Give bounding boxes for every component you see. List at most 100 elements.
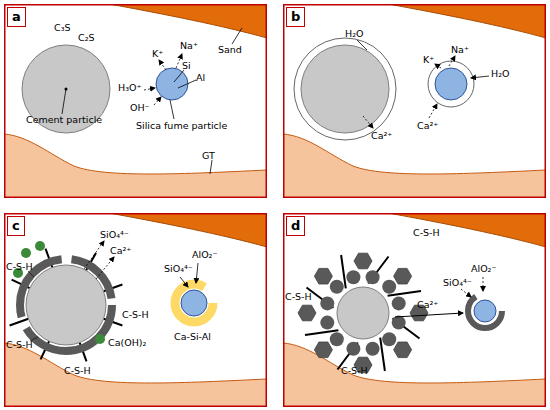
ion-arrow (176, 54, 182, 68)
cement-particle (26, 265, 106, 345)
c-s-h-layer (20, 259, 112, 351)
leader-line (170, 100, 174, 119)
chem-label: SiO₄⁴⁻ (164, 263, 193, 274)
ion-arrow (483, 277, 484, 291)
sand-gt-background (283, 4, 546, 198)
chem-label: Na⁺ (451, 44, 469, 55)
panel-b (283, 4, 546, 198)
chem-label: GT (202, 150, 215, 161)
chem-label: SiO₄⁴⁻ (443, 277, 472, 288)
ion-arrow (144, 88, 155, 90)
chem-label: C₂S (78, 32, 94, 43)
ion-arrow (363, 116, 373, 128)
c-s-h-particle (382, 332, 396, 346)
c-s-h-particle (346, 270, 360, 284)
chem-label: AlO₂⁻ (192, 249, 217, 260)
leader-line (178, 80, 196, 88)
ion-arrow (159, 60, 166, 70)
c-s-h-crystal (394, 268, 412, 284)
ion-arrow (435, 64, 441, 68)
chem-label: Ca²⁺ (110, 245, 131, 256)
c-s-h-particle (392, 296, 406, 310)
sand-gt-background (4, 213, 267, 407)
panel-letter-box: a (7, 7, 26, 27)
silica-fume-particle (156, 68, 188, 100)
panel-letter-box: c (7, 216, 25, 236)
chem-label: C-S-H (341, 365, 368, 376)
sand-gt-background (283, 213, 546, 407)
silica-fume-particle (181, 290, 207, 316)
chem-label: Na⁺ (180, 40, 198, 51)
chem-label: C-S-H (6, 339, 33, 350)
panel-a (4, 4, 267, 198)
panel-d (283, 213, 546, 407)
c-s-h-particle (382, 280, 396, 294)
chem-label: C₃S (54, 22, 70, 33)
chem-label: Si (182, 60, 191, 71)
leader-line (210, 160, 212, 174)
silica-fume-particle (435, 68, 467, 100)
ca-oh-2-crystal (21, 248, 31, 258)
c-s-h-particle (346, 342, 360, 356)
c-s-h-needle (10, 319, 29, 326)
panel-letter: a (12, 8, 21, 26)
panel-border (5, 5, 267, 198)
chem-label: Ca(OH)₂ (108, 337, 146, 348)
chem-label: Ca²⁺ (371, 130, 392, 141)
c-s-h-particle (320, 316, 334, 330)
ion-arrow (429, 104, 437, 118)
chem-label: Ca²⁺ (417, 299, 438, 310)
ion-arrow (471, 76, 489, 78)
ca-migration-arrow (395, 313, 463, 317)
ca-oh-2-crystal (95, 334, 105, 344)
leader-line (357, 40, 367, 50)
water-film (428, 61, 474, 107)
leader-line (232, 28, 242, 44)
panel-letter: b (291, 8, 300, 26)
chem-label: Ca²⁺ (417, 120, 438, 131)
chem-label: H₂O (345, 28, 363, 39)
chem-label: OH⁻ (130, 102, 150, 113)
c-s-h-particle (330, 332, 344, 346)
cement-particle (301, 45, 389, 133)
chem-label: Silica fume particle (136, 120, 227, 131)
c-s-h-particle (392, 316, 406, 330)
chem-label: C-S-H (122, 309, 149, 320)
ion-arrow (154, 97, 161, 105)
chem-label: C-S-H (285, 291, 312, 302)
c-s-h-particle (366, 342, 380, 356)
panel-border (284, 5, 546, 198)
c-s-h-layer (468, 294, 502, 328)
chem-label: K⁺ (423, 54, 434, 65)
chem-label: H₃O⁺ (118, 82, 141, 93)
chem-label: Al (196, 72, 205, 83)
chem-label: Cement particle (26, 114, 102, 125)
c-s-h-crystal (394, 342, 412, 358)
c-s-h-products (298, 253, 428, 373)
ion-arrow (180, 277, 188, 287)
panel-border (5, 214, 267, 407)
sand-gt-background (4, 4, 267, 198)
c-s-h-crystal (298, 305, 316, 321)
chem-label: K⁺ (152, 48, 163, 59)
ion-arrow (96, 257, 114, 279)
leader-line (174, 70, 184, 82)
c-s-h-crystal (314, 342, 332, 358)
silica-fume-particle (474, 300, 496, 322)
chem-label: Ca-Si-Al (174, 331, 211, 342)
c-s-h-particle (320, 296, 334, 310)
c-s-h-particle (366, 270, 380, 284)
c-s-h-crystal (354, 253, 372, 269)
chem-label: H₂O (491, 68, 509, 79)
ca-oh-2-crystal (35, 241, 45, 251)
chem-label: SiO₄⁴⁻ (100, 229, 129, 240)
panel-letter: c (12, 217, 20, 235)
chem-label: C-S-H (413, 227, 440, 238)
c-s-h-particle (330, 280, 344, 294)
panel-letter: d (291, 217, 300, 235)
water-film (294, 38, 396, 140)
ion-arrow (461, 289, 471, 297)
ion-arrow (196, 263, 198, 283)
c-s-h-crystal (314, 268, 332, 284)
